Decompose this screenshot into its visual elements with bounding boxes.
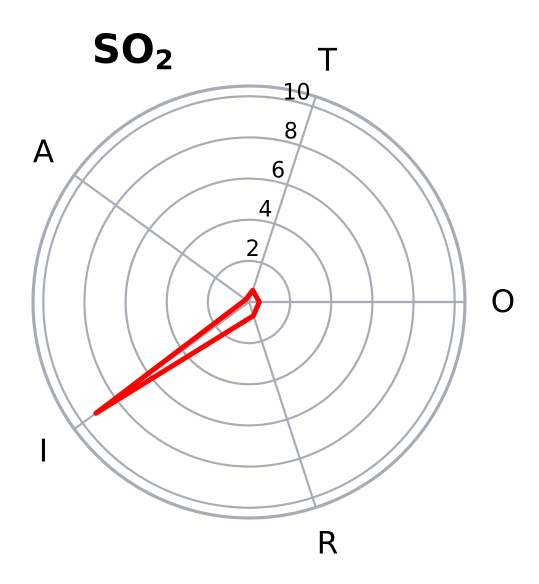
spoke-A — [73, 174, 250, 303]
spoke-T — [247, 96, 317, 303]
spoke-layer — [73, 96, 465, 508]
axis-label-O: O — [491, 284, 515, 320]
r-tick-label-10: 10 — [283, 80, 311, 105]
r-tick-label-2: 2 — [246, 237, 260, 262]
r-tick-label-4: 4 — [258, 198, 272, 223]
series-layer — [93, 287, 262, 416]
series-0-outline — [93, 287, 262, 416]
spoke-R — [247, 301, 317, 508]
axis-label-I: I — [39, 433, 48, 469]
axis-label-layer: O T A I R — [33, 42, 515, 561]
r-tick-label-6: 6 — [271, 159, 285, 184]
r-tick-label-8: 8 — [284, 119, 298, 144]
chart-title: SO2 — [92, 27, 174, 76]
axis-label-A: A — [33, 135, 54, 171]
axis-label-T: T — [317, 42, 338, 78]
axis-label-R: R — [317, 526, 339, 562]
tick-label-layer: 2 4 6 8 10 — [246, 80, 311, 262]
